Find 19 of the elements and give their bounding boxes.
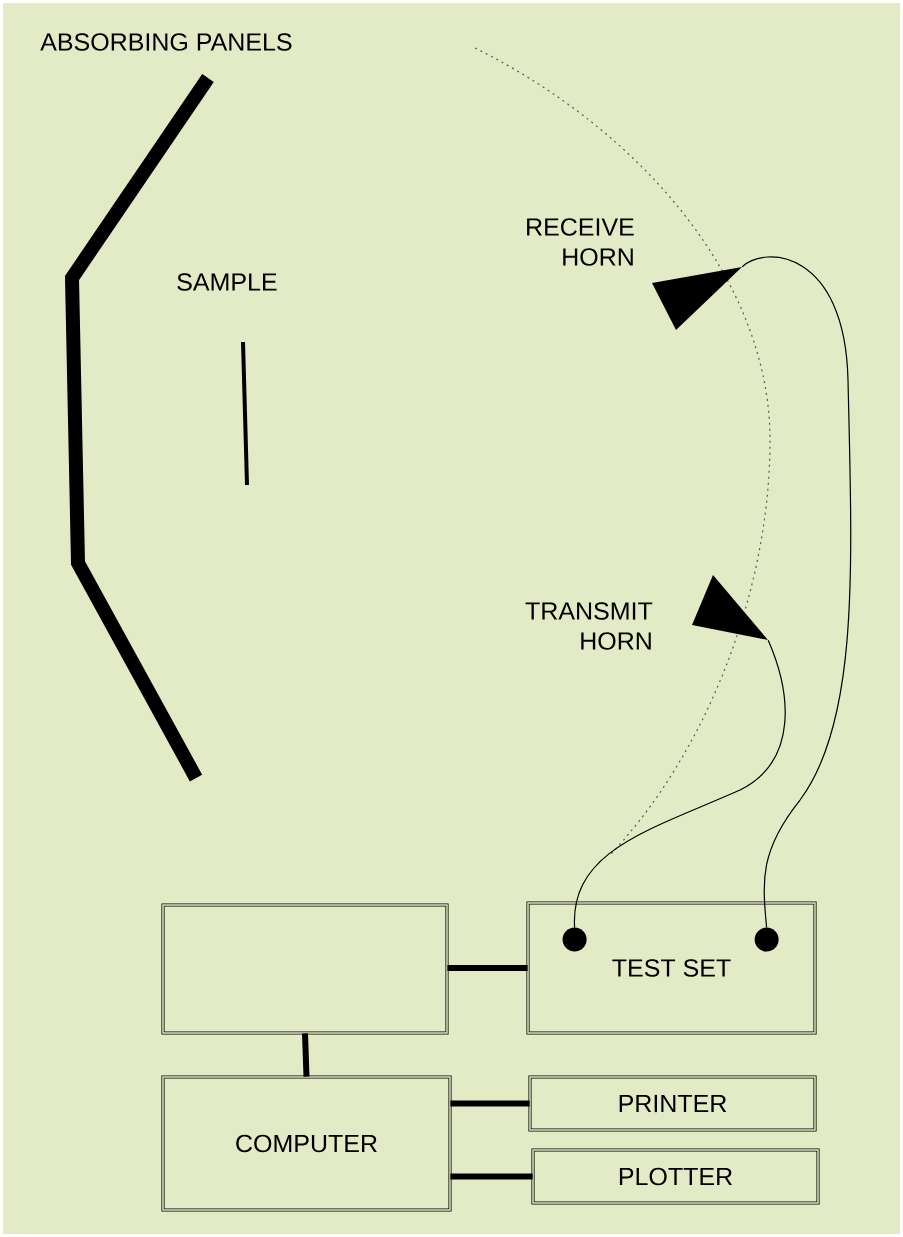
device-box: PRINTER — [528, 1075, 817, 1132]
connector-bar — [450, 1173, 533, 1180]
connector-bar — [302, 1033, 310, 1077]
connector-bar — [450, 1100, 530, 1107]
device-box: TEST SET — [526, 901, 817, 1035]
horn-drawing — [652, 267, 742, 330]
cable — [574, 639, 786, 928]
horn-label: TRANSMIT HORN — [525, 602, 653, 650]
connector-bar — [447, 965, 528, 971]
instrument-box — [161, 903, 449, 1035]
horn-label: RECEIVE HORN — [527, 218, 634, 266]
device-box: PLOTTER — [531, 1148, 820, 1205]
label: SAMPLE — [177, 273, 277, 291]
cable — [741, 256, 852, 928]
port-dot — [562, 927, 587, 952]
label: ABSORBING PANELS — [40, 33, 292, 51]
port-dot — [754, 927, 779, 952]
horn-drawing — [692, 575, 768, 640]
device-box: COMPUTER — [161, 1075, 452, 1212]
